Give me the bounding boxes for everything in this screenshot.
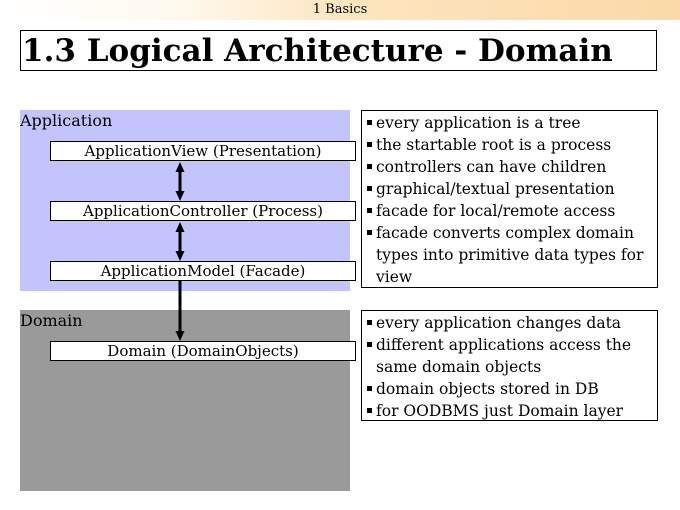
application-view-box: ApplicationView (Presentation) [50,141,356,161]
list-item: different applications access the same d… [366,334,653,378]
domain-layer: Domain Domain (DomainObjects) [20,310,356,491]
list-item: graphical/textual presentation [366,178,653,200]
list-item: domain objects stored in DB [366,378,653,400]
list-item: facade converts complex domain types int… [366,222,653,288]
section-header: 1 Basics [0,0,680,20]
list-item: every application changes data [366,312,653,334]
application-layer-label: Application [20,111,113,130]
list-item: every application is a tree [366,112,653,134]
list-item: controllers can have children [366,156,653,178]
list-item: for OODBMS just Domain layer [366,400,653,422]
slide-title: 1.3 Logical Architecture - Domain [20,30,657,71]
application-layer: Application ApplicationView (Presentatio… [20,110,356,291]
list-item: facade for local/remote access [366,200,653,222]
application-model-box: ApplicationModel (Facade) [50,261,356,281]
domain-notes: every application changes data different… [361,310,658,421]
domain-layer-label: Domain [20,311,83,330]
domain-objects-box: Domain (DomainObjects) [50,341,356,361]
application-notes: every application is a tree the startabl… [361,110,658,288]
list-item: the startable root is a process [366,134,653,156]
application-controller-box: ApplicationController (Process) [50,201,356,221]
